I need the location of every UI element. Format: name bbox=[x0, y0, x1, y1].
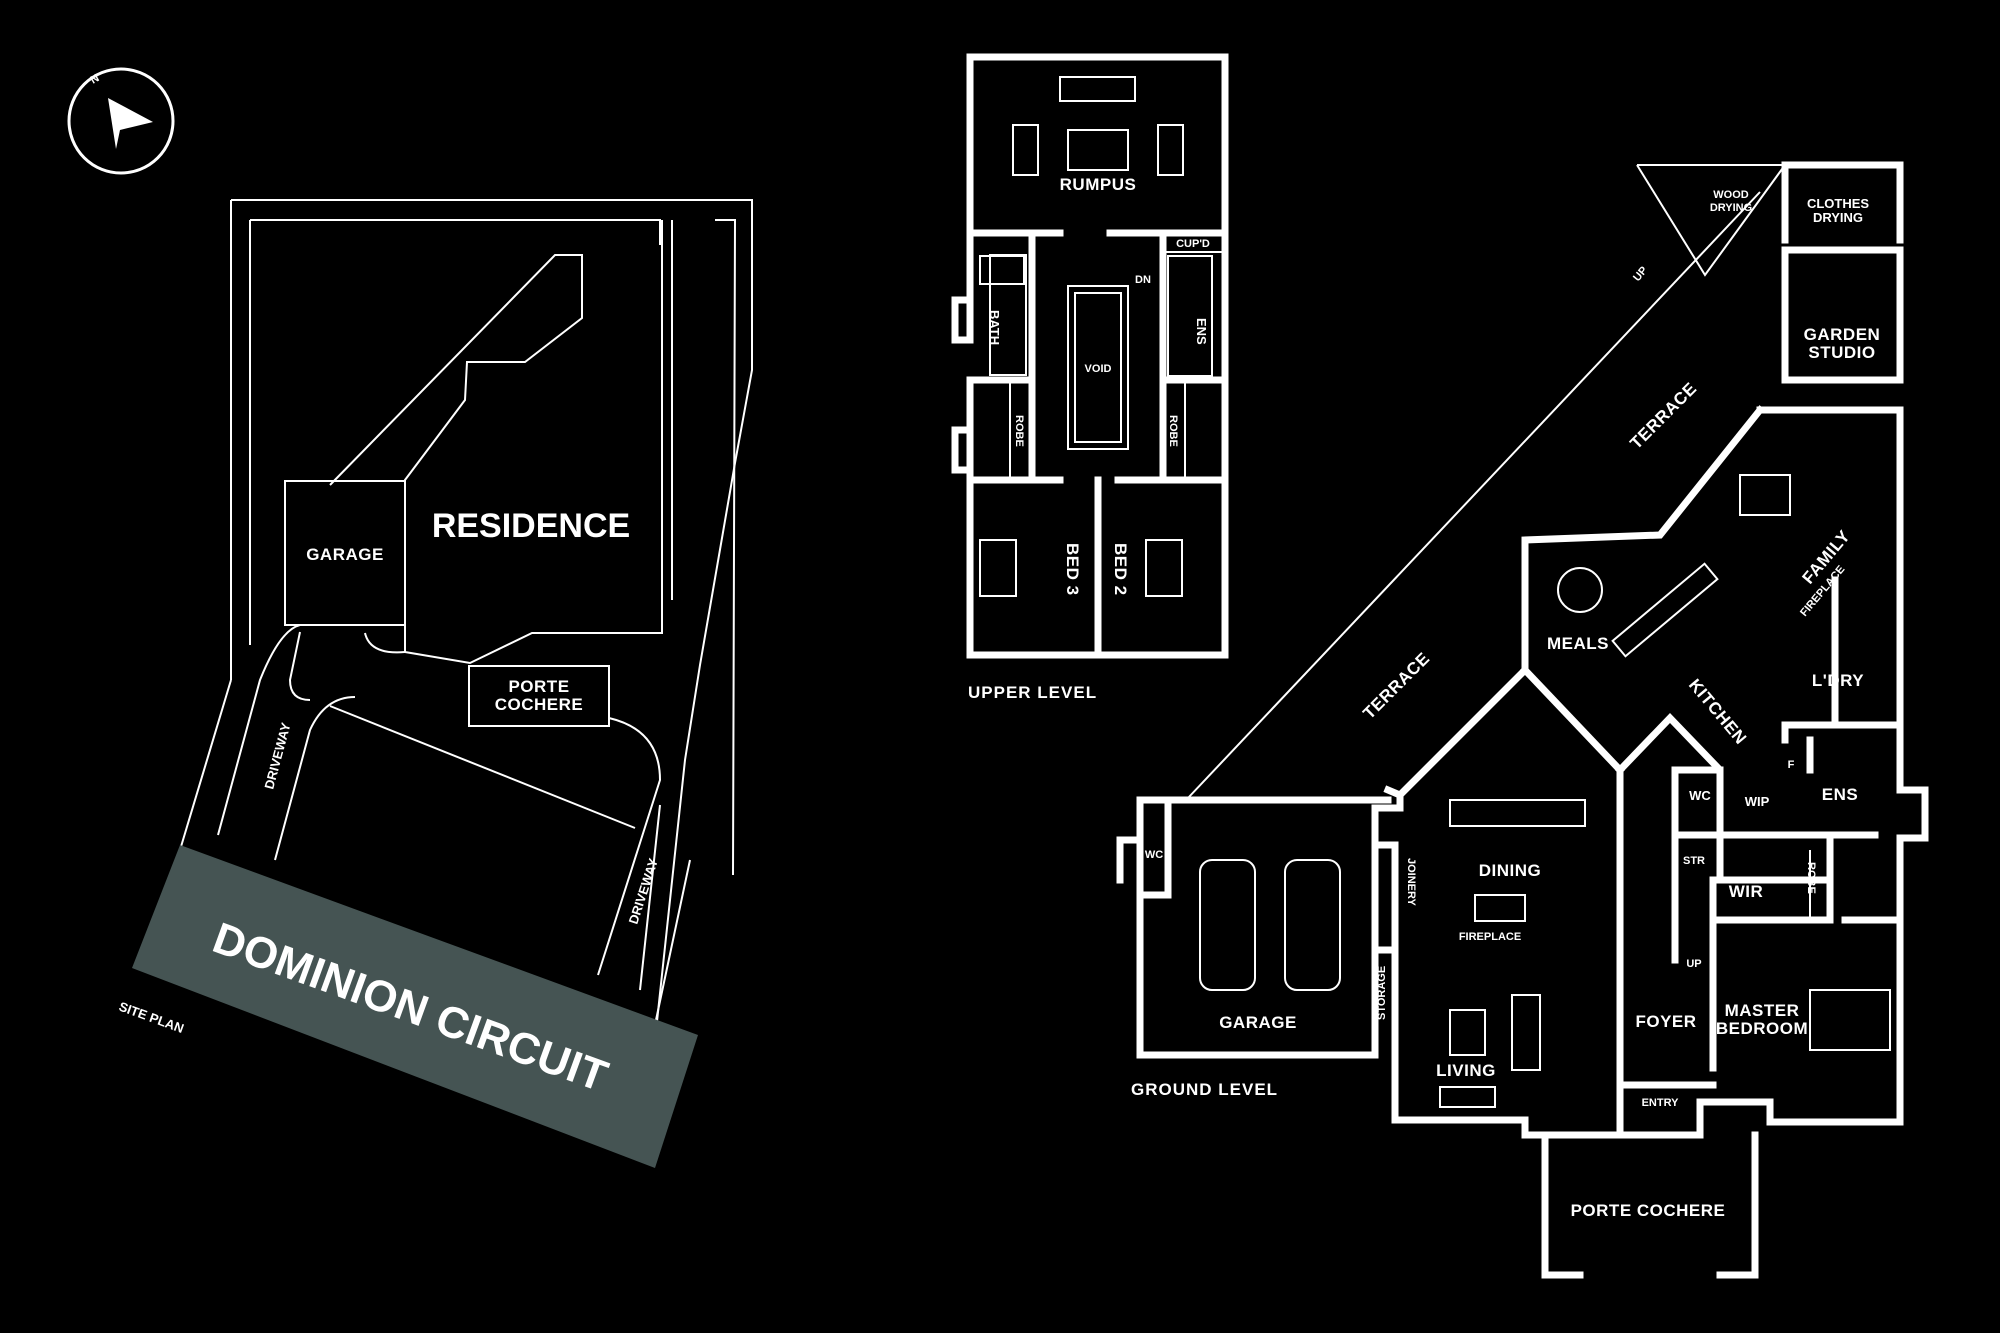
site-porte-cochere bbox=[468, 665, 610, 727]
ground-storage-label: STORAGE bbox=[1376, 966, 1388, 1020]
site-residence-label: RESIDENCE bbox=[432, 507, 630, 545]
ground-wood-drying-label-1: WOOD bbox=[1713, 189, 1748, 201]
ground-robe-label: ROBE bbox=[1805, 862, 1817, 894]
ground-up-terrace-label: UP bbox=[1631, 265, 1650, 284]
ground-porte-cochere-label: PORTE COCHERE bbox=[1571, 1201, 1726, 1220]
ground-garage-label: GARAGE bbox=[1219, 1013, 1297, 1032]
ground-laundry-label: L'DRY bbox=[1812, 671, 1864, 690]
upper-rumpus-label: RUMPUS bbox=[1060, 175, 1137, 194]
ground-terrace-lower-label: TERRACE bbox=[1359, 649, 1433, 723]
ground-living-label: LIVING bbox=[1436, 1061, 1496, 1080]
street-band bbox=[132, 845, 698, 1168]
ground-f-label: F bbox=[1788, 759, 1795, 771]
upper-bed2-label: BED 2 bbox=[1111, 543, 1130, 596]
site-garage-label: GARAGE bbox=[306, 545, 384, 564]
ground-up-stair-label: UP bbox=[1686, 958, 1701, 970]
upper-void-label: VOID bbox=[1085, 363, 1112, 375]
upper-level-caption: UPPER LEVEL bbox=[968, 683, 1097, 702]
ground-garden-studio-label-1: GARDEN bbox=[1804, 325, 1881, 344]
ground-wc-garage-label: WC bbox=[1145, 849, 1163, 861]
site-porte-label-2: COCHERE bbox=[495, 695, 584, 714]
ground-level-caption: GROUND LEVEL bbox=[1131, 1080, 1278, 1099]
upper-level-plan: RUMPUS CUP'D DN BATH ENS VOID ROBE ROBE … bbox=[951, 53, 1229, 702]
ground-master-label-1: MASTER bbox=[1725, 1001, 1800, 1020]
ground-garden-studio-label-2: STUDIO bbox=[1808, 343, 1875, 362]
ground-level-plan: WOOD DRYING CLOTHES DRYING UP GARDEN STU… bbox=[1116, 161, 1929, 1279]
ground-kitchen-label: KITCHEN bbox=[1685, 675, 1750, 748]
ground-foyer-label: FOYER bbox=[1635, 1012, 1696, 1031]
ground-joinery-label: JOINERY bbox=[1405, 858, 1417, 907]
ground-ens-label: ENS bbox=[1822, 785, 1858, 804]
upper-robe-left-label: ROBE bbox=[1013, 415, 1025, 447]
upper-ens-label: ENS bbox=[1194, 318, 1209, 345]
ground-str-label: STR bbox=[1683, 855, 1705, 867]
upper-dn-label: DN bbox=[1135, 274, 1151, 286]
ground-wood-drying-label-2: DRYING bbox=[1710, 202, 1752, 214]
ground-entry-label: ENTRY bbox=[1642, 1097, 1680, 1109]
ground-fireplace-living-label: FIREPLACE bbox=[1459, 931, 1521, 943]
site-garage bbox=[284, 480, 406, 626]
upper-robe-right-label: ROBE bbox=[1167, 415, 1179, 447]
site-plan-caption: SITE PLAN bbox=[117, 999, 186, 1036]
ground-clothes-drying-label-2: DRYING bbox=[1813, 210, 1863, 225]
site-porte-label-1: PORTE bbox=[508, 677, 569, 696]
upper-cupd-label: CUP'D bbox=[1176, 238, 1210, 250]
site-plan: DRIVEWAY DRIVEWAY GARAGE RESIDENCE PORTE… bbox=[117, 199, 753, 1168]
ground-master-label-2: BEDROOM bbox=[1716, 1019, 1808, 1038]
ground-wip-label: WIP bbox=[1745, 794, 1770, 809]
site-driveway-left-label: DRIVEWAY bbox=[261, 721, 293, 791]
ground-clothes-drying-label-1: CLOTHES bbox=[1807, 196, 1869, 211]
upper-bed3-label: BED 3 bbox=[1063, 543, 1082, 596]
ground-meals-label: MEALS bbox=[1547, 634, 1609, 653]
site-driveway-right-label: DRIVEWAY bbox=[626, 856, 661, 926]
upper-bath-label: BATH bbox=[987, 310, 1002, 345]
compass-icon: N bbox=[67, 67, 175, 175]
ground-wc-label: WC bbox=[1689, 788, 1711, 803]
ground-terrace-upper-label: TERRACE bbox=[1626, 379, 1700, 453]
ground-wir-label: WIR bbox=[1729, 882, 1764, 901]
ground-dining-label: DINING bbox=[1479, 861, 1542, 880]
